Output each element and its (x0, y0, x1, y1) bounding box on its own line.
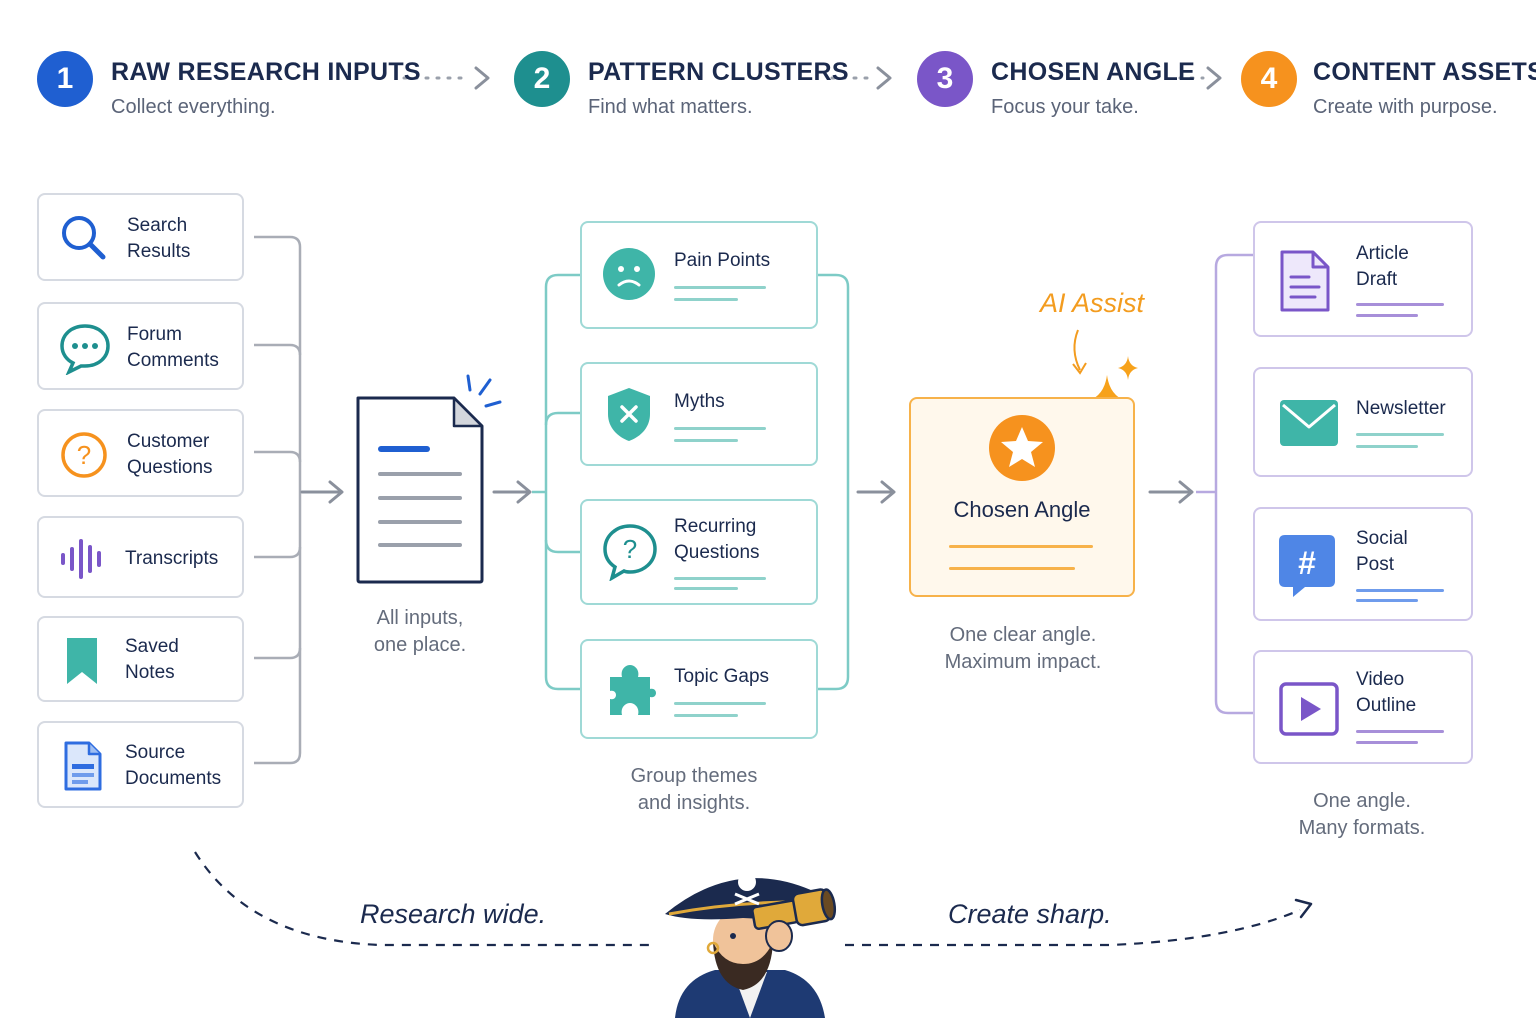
cluster-card-myths: Myths (580, 362, 818, 466)
magnifier-icon (62, 216, 106, 260)
envelope-icon (1280, 400, 1338, 446)
asset-label: Article Draft (1356, 243, 1409, 290)
step-1-subtitle: Collect everything. (111, 96, 276, 118)
source-card-forum-comments: Forum Comments (37, 302, 244, 390)
create-sharp-tagline: Create sharp. (948, 899, 1112, 929)
source-label: Customer Questions (127, 431, 213, 478)
step-2-title: PATTERN CLUSTERS (588, 58, 849, 86)
puzzle-piece-icon (610, 665, 656, 715)
cluster-label: Pain Points (674, 250, 771, 271)
sources-bracket (254, 235, 302, 765)
bookmark-icon (67, 638, 97, 684)
cluster-label: Recurring Questions (674, 516, 760, 563)
audio-wave-icon (61, 539, 101, 579)
question-circle-icon: ? (61, 432, 107, 478)
star-badge-icon (989, 415, 1055, 481)
step-4-title: CONTENT ASSETS (1313, 58, 1536, 86)
ai-assist-label: AI Assist (1040, 288, 1145, 318)
chosen-angle-card: Chosen Angle (909, 397, 1135, 597)
step-2-badge: 2 (514, 51, 570, 107)
step-3-subtitle: Focus your take. (991, 96, 1139, 118)
clusters-bracket (532, 273, 850, 691)
source-card-customer-questions: ? Customer Questions (37, 409, 244, 497)
step-2-subtitle: Find what matters. (588, 96, 753, 118)
source-card-transcripts: Transcripts (37, 516, 244, 598)
source-card-source-documents: Source Documents (37, 721, 244, 808)
sad-face-icon (603, 248, 655, 300)
shield-x-icon (608, 388, 650, 441)
play-icon (1279, 682, 1339, 736)
step-4-subtitle: Create with purpose. (1313, 96, 1498, 118)
assets-bracket (1196, 253, 1253, 715)
asset-card-video-outline: Video Outline (1253, 650, 1473, 764)
asset-label: Social Post (1356, 528, 1408, 575)
svg-text:?: ? (623, 534, 637, 564)
collect-caption: All inputs, one place. (373, 607, 467, 656)
assets-caption: One angle. Many formats. (1298, 790, 1426, 839)
chat-bubble-icon (60, 324, 110, 375)
angle-caption: One clear angle. Maximum impact. (944, 624, 1102, 673)
asset-card-article-draft: Article Draft (1253, 221, 1473, 337)
cluster-label: Myths (674, 391, 725, 412)
asset-label: Newsletter (1356, 398, 1446, 419)
research-wide-tagline: Research wide. (360, 899, 547, 929)
source-label: Transcripts (125, 548, 219, 569)
document-icon (64, 741, 102, 791)
source-label: Saved Notes (125, 636, 179, 683)
hashtag-icon: # (1279, 535, 1335, 597)
step-3-title: CHOSEN ANGLE (991, 58, 1196, 86)
collected-document-icon (356, 374, 502, 584)
cluster-card-pain-points: Pain Points (580, 221, 818, 329)
asset-label: Video Outline (1356, 669, 1417, 716)
pirate-spyglass-icon (665, 873, 837, 1018)
footer-arc (194, 851, 1301, 947)
step-1-badge: 1 (37, 51, 93, 107)
asset-card-social-post: # Social Post (1253, 507, 1473, 621)
step-4-badge: 4 (1241, 51, 1297, 107)
question-bubble-icon: ? (603, 524, 657, 581)
source-label: Forum Comments (127, 324, 219, 371)
source-card-search-results: Search Results (37, 193, 244, 281)
cluster-card-recurring-questions: ? Recurring Questions (580, 499, 818, 605)
source-card-saved-notes: Saved Notes (37, 616, 244, 702)
source-label: Source Documents (125, 742, 222, 789)
svg-text:?: ? (77, 440, 91, 470)
cluster-label: Topic Gaps (674, 666, 770, 687)
cluster-card-topic-gaps: Topic Gaps (580, 639, 818, 739)
step-3-badge: 3 (917, 51, 973, 107)
clusters-caption: Group themes and insights. (630, 765, 758, 814)
chosen-angle-label: Chosen Angle (953, 497, 1091, 522)
step-1-title: RAW RESEARCH INPUTS (111, 58, 421, 86)
source-label: Search Results (127, 215, 191, 262)
asset-card-newsletter: Newsletter (1253, 367, 1473, 477)
article-icon (1280, 250, 1330, 312)
svg-text:#: # (1298, 545, 1316, 581)
